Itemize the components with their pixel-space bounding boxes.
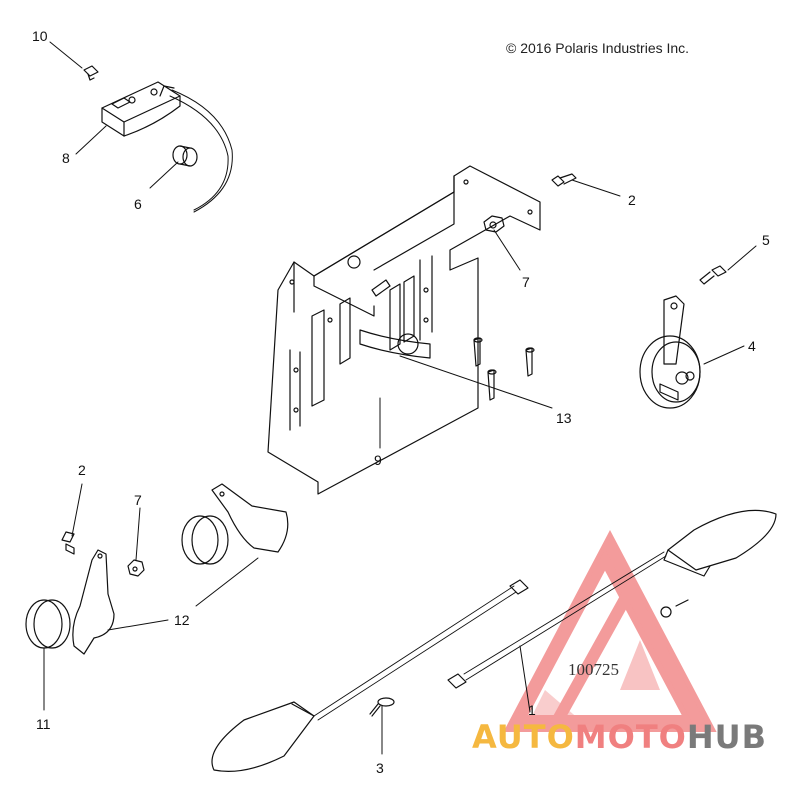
callout-10: 10 — [32, 28, 48, 44]
license-light-8 — [101, 81, 233, 213]
reflector-11-right — [181, 515, 229, 565]
callout-7-top: 7 — [522, 274, 530, 290]
callout-13: 13 — [556, 410, 572, 426]
nut-7-bottom — [127, 559, 145, 577]
reflector-11 — [25, 599, 71, 649]
callout-7-bottom: 7 — [134, 492, 142, 508]
turn-signal-left — [211, 579, 529, 772]
turn-signal-right — [447, 509, 777, 689]
copyright-text: © 2016 Polaris Industries Inc. — [506, 40, 690, 56]
callout-2-top: 2 — [628, 192, 636, 208]
bolt-2-top — [551, 173, 577, 187]
bolt-10 — [83, 65, 99, 81]
leader-lines — [43, 41, 757, 755]
washer — [660, 599, 689, 618]
screw-3 — [369, 697, 395, 717]
bolt-5 — [699, 265, 727, 285]
watermark-auto: AUTO — [472, 718, 575, 756]
callout-9: 9 — [374, 452, 382, 468]
callout-2-bottom: 2 — [78, 462, 86, 478]
bolt-2-bottom — [61, 531, 75, 555]
grommet-6 — [172, 145, 198, 167]
bracket-9 — [267, 165, 541, 495]
callout-12: 12 — [174, 612, 190, 628]
callout-4: 4 — [748, 338, 756, 354]
watermark-logo — [503, 530, 717, 732]
part-number: 100725 — [568, 660, 619, 679]
callout-11: 11 — [36, 716, 51, 732]
callout-5: 5 — [762, 232, 770, 248]
watermark-moto: MOTO — [574, 718, 687, 756]
watermark-hub: HUB — [686, 718, 768, 756]
callout-8: 8 — [62, 150, 70, 166]
screws-13 — [473, 337, 535, 401]
callout-6: 6 — [134, 196, 142, 212]
reflector-bracket-12 — [72, 483, 289, 655]
watermark-brand: AUTOMOTOHUB — [472, 718, 767, 756]
callout-3: 3 — [376, 760, 384, 776]
callout-1: 1 — [528, 702, 536, 718]
horn-4 — [639, 295, 701, 409]
